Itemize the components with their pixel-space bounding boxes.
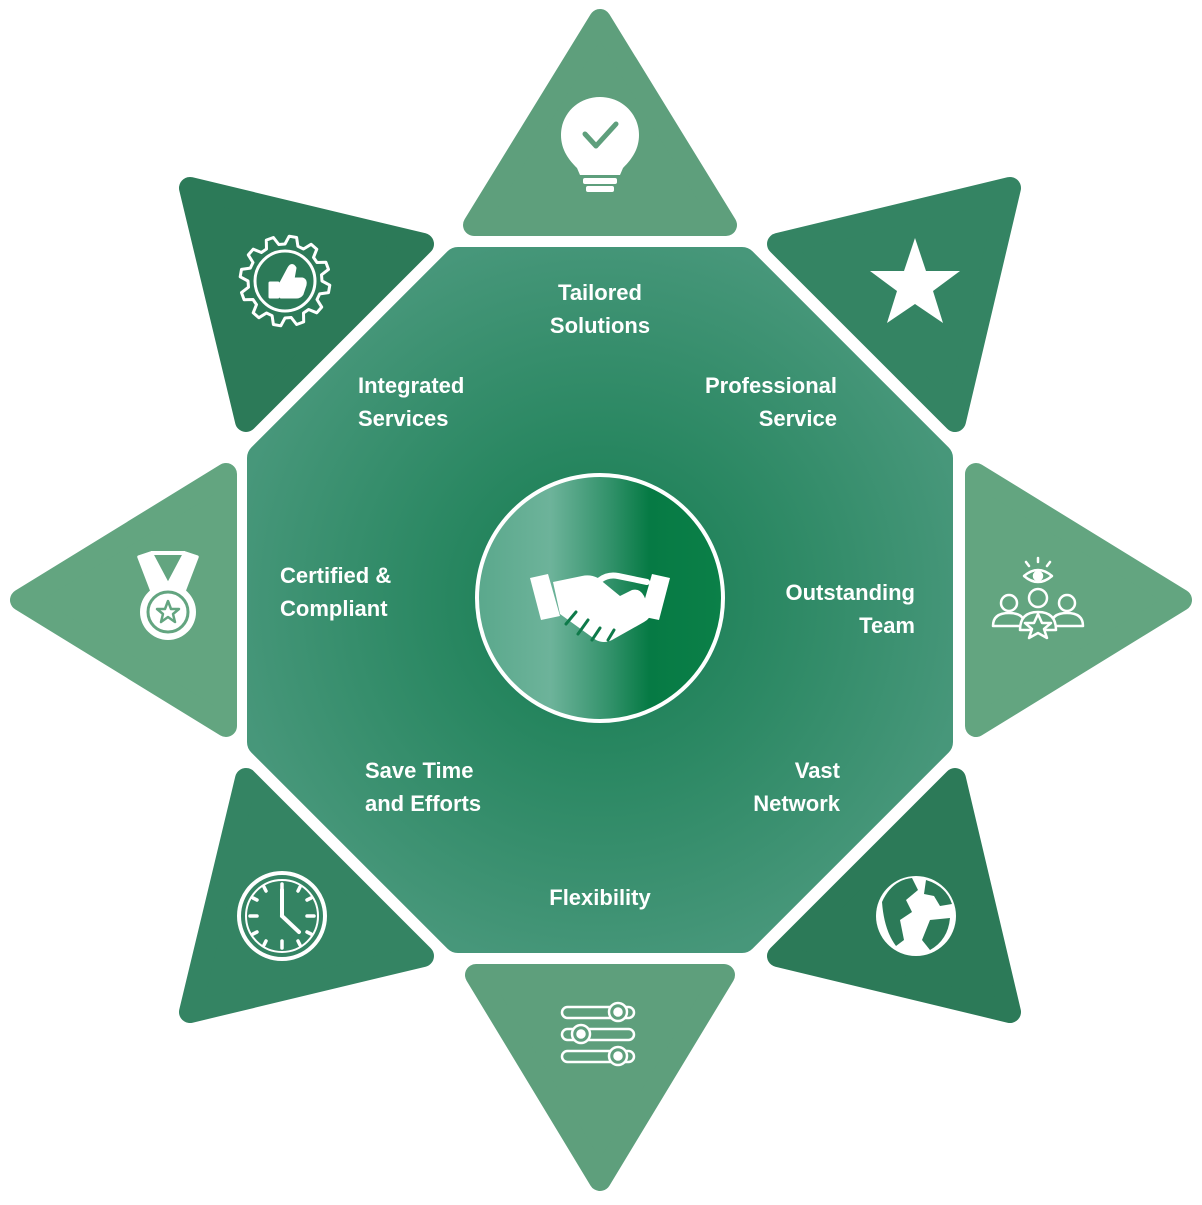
gear-thumbs-up-icon [238, 234, 332, 328]
handshake-icon [530, 572, 670, 642]
lightbulb-check-icon [561, 97, 639, 192]
medal-icon [137, 551, 199, 640]
star-icon [870, 238, 960, 323]
ray-bottom-flexibility [465, 964, 735, 1191]
globe-icon [876, 876, 956, 956]
ray-left-certified [10, 463, 237, 737]
ray-top-left-integrated [179, 177, 434, 432]
clock-icon [237, 871, 327, 961]
sliders-icon [560, 1001, 636, 1067]
label-flexibility: Flexibility [549, 885, 651, 910]
label-certified-compliant: Certified &Compliant [280, 563, 392, 621]
ray-bottom-left-save-time [179, 768, 434, 1023]
team-vision-icon [991, 556, 1085, 640]
ray-right-outstanding [965, 463, 1192, 737]
